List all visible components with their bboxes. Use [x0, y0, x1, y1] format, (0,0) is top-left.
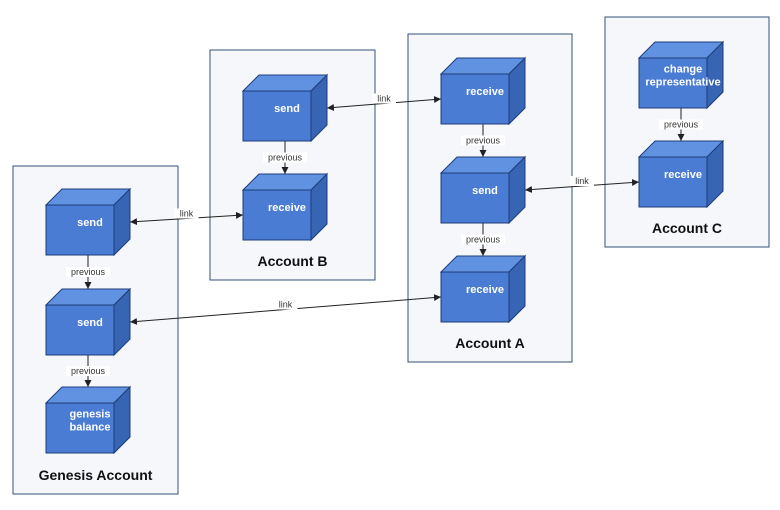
link-edge-e9: link — [129, 294, 442, 325]
previous-edge-e1: previous — [66, 255, 110, 289]
block-front-face — [638, 156, 708, 208]
edge-label-bg — [273, 299, 298, 310]
block-label: send — [77, 217, 103, 229]
edge-label-bg — [461, 135, 505, 146]
block-label: receive — [466, 284, 504, 296]
link-edge-e10: link — [524, 176, 640, 194]
edge-label-bg — [372, 93, 396, 104]
edge-label-previous: previous — [268, 153, 303, 163]
previous-edge-e6: previous — [659, 108, 703, 141]
block-a_recv2: receive — [439, 254, 527, 324]
edge-label-bg — [659, 119, 703, 130]
edge-label-bg — [461, 234, 505, 245]
block-front-face — [242, 90, 312, 142]
block-c_recv: receive — [637, 139, 725, 209]
edge-label-previous: previous — [664, 120, 699, 130]
block-label: change — [664, 64, 703, 76]
block-label: send — [77, 317, 103, 329]
previous-edge-e5: previous — [461, 223, 505, 256]
previous-edge-e2: previous — [66, 355, 110, 387]
block-front-face — [45, 204, 115, 256]
block-label: receive — [466, 86, 504, 98]
block-label: send — [472, 185, 498, 197]
block-b_send: send — [241, 73, 329, 143]
edge-label-bg — [66, 366, 110, 376]
edge-label-link: link — [180, 209, 194, 219]
previous-edge-e3: previous — [263, 141, 307, 174]
block-label: receive — [268, 202, 306, 214]
block-front-face — [45, 402, 115, 454]
edge-label-link: link — [575, 176, 589, 186]
block-front-face — [638, 57, 708, 109]
edge-label-bg — [263, 152, 307, 163]
link-edge-e8: link — [326, 93, 442, 111]
block-front-face — [242, 189, 312, 241]
block-g_send1: send — [44, 187, 132, 257]
block-a_recv1: receive — [439, 56, 527, 126]
account-container-c: Account C — [604, 16, 770, 248]
edge-label-previous: previous — [466, 136, 501, 146]
block-label: balance — [70, 422, 111, 434]
block-front-face — [440, 271, 510, 323]
account-label-a: Account A — [455, 335, 524, 351]
account-label-genesis: Genesis Account — [39, 467, 153, 483]
edge-label-previous: previous — [71, 267, 106, 277]
edge-label-previous: previous — [71, 366, 106, 376]
account-label-b: Account B — [258, 253, 328, 269]
block-g_send2: send — [44, 287, 132, 357]
link-edge-e7: link — [129, 208, 244, 226]
edge-label-link: link — [377, 94, 391, 104]
edge-label-previous: previous — [466, 235, 501, 245]
edge-label-bg — [174, 208, 199, 219]
edge-label-link: link — [279, 300, 293, 310]
block-label: representative — [645, 77, 720, 89]
previous-edge-e4: previous — [461, 124, 505, 157]
edge-label-bg — [570, 176, 594, 186]
block-a_send: send — [439, 155, 527, 225]
account-label-c: Account C — [652, 220, 722, 236]
block-front-face — [45, 304, 115, 356]
block-label: receive — [664, 169, 702, 181]
edge-label-bg — [66, 267, 110, 277]
block-label: genesis — [70, 409, 111, 421]
block-front-face — [440, 73, 510, 125]
block-b_recv: receive — [241, 172, 329, 242]
block-label: send — [274, 103, 300, 115]
block-front-face — [440, 172, 510, 224]
